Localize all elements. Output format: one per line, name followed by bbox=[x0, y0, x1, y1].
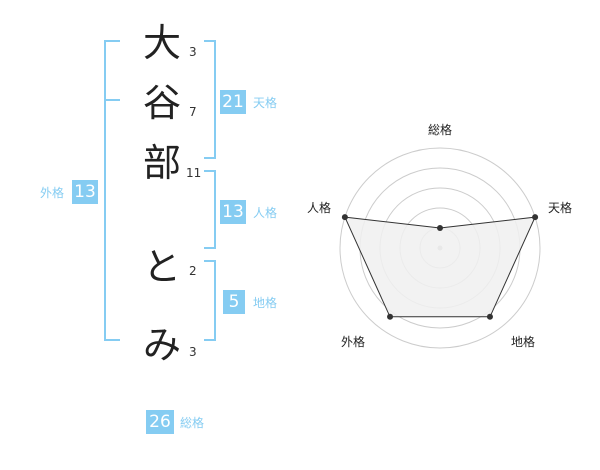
radar-axis-label-chikaku: 地格 bbox=[511, 335, 536, 349]
stroke-count-1: 3 bbox=[189, 45, 197, 59]
tenkaku-label: 天格 bbox=[253, 96, 278, 110]
radar-axis-label-jinkaku: 人格 bbox=[307, 201, 332, 215]
radar-points bbox=[341, 214, 539, 320]
stroke-count-2: 7 bbox=[189, 105, 197, 119]
radar-point-gaikaku bbox=[387, 313, 394, 320]
soukaku-value: 26 bbox=[146, 410, 174, 434]
gaikaku-value: 13 bbox=[72, 180, 98, 204]
chikaku-value: 5 bbox=[223, 290, 245, 314]
radar-point-soukaku bbox=[437, 225, 443, 231]
stroke-count-5: 3 bbox=[189, 345, 197, 359]
radar-axis-label-tenkaku: 天格 bbox=[548, 201, 573, 215]
radar-point-tenkaku bbox=[532, 214, 539, 221]
stroke-count-3: 11 bbox=[186, 166, 202, 180]
radar-axis-label-soukaku: 総格 bbox=[428, 123, 453, 137]
name-char-2: 谷 bbox=[142, 81, 181, 125]
tenkaku-value: 21 bbox=[220, 90, 246, 114]
chikaku-label: 地格 bbox=[253, 296, 278, 310]
radar-axis-label-gaikaku: 外格 bbox=[341, 335, 366, 349]
name-char-4: と bbox=[142, 245, 181, 289]
radar-area bbox=[344, 216, 536, 318]
stroke-count-4: 2 bbox=[189, 264, 197, 278]
radar-ring bbox=[339, 147, 541, 349]
name-char-1: 大 bbox=[142, 21, 181, 65]
name-char-5: み bbox=[142, 323, 181, 367]
name-char-3: 部 bbox=[142, 141, 181, 185]
soukaku-label: 総格 bbox=[180, 416, 205, 430]
jinkaku-label: 人格 bbox=[253, 206, 278, 220]
radar-point-jinkaku bbox=[341, 214, 348, 221]
jinkaku-value: 13 bbox=[220, 200, 246, 224]
gaikaku-label: 外格 bbox=[40, 186, 65, 200]
radar-point-chikaku bbox=[486, 313, 493, 320]
